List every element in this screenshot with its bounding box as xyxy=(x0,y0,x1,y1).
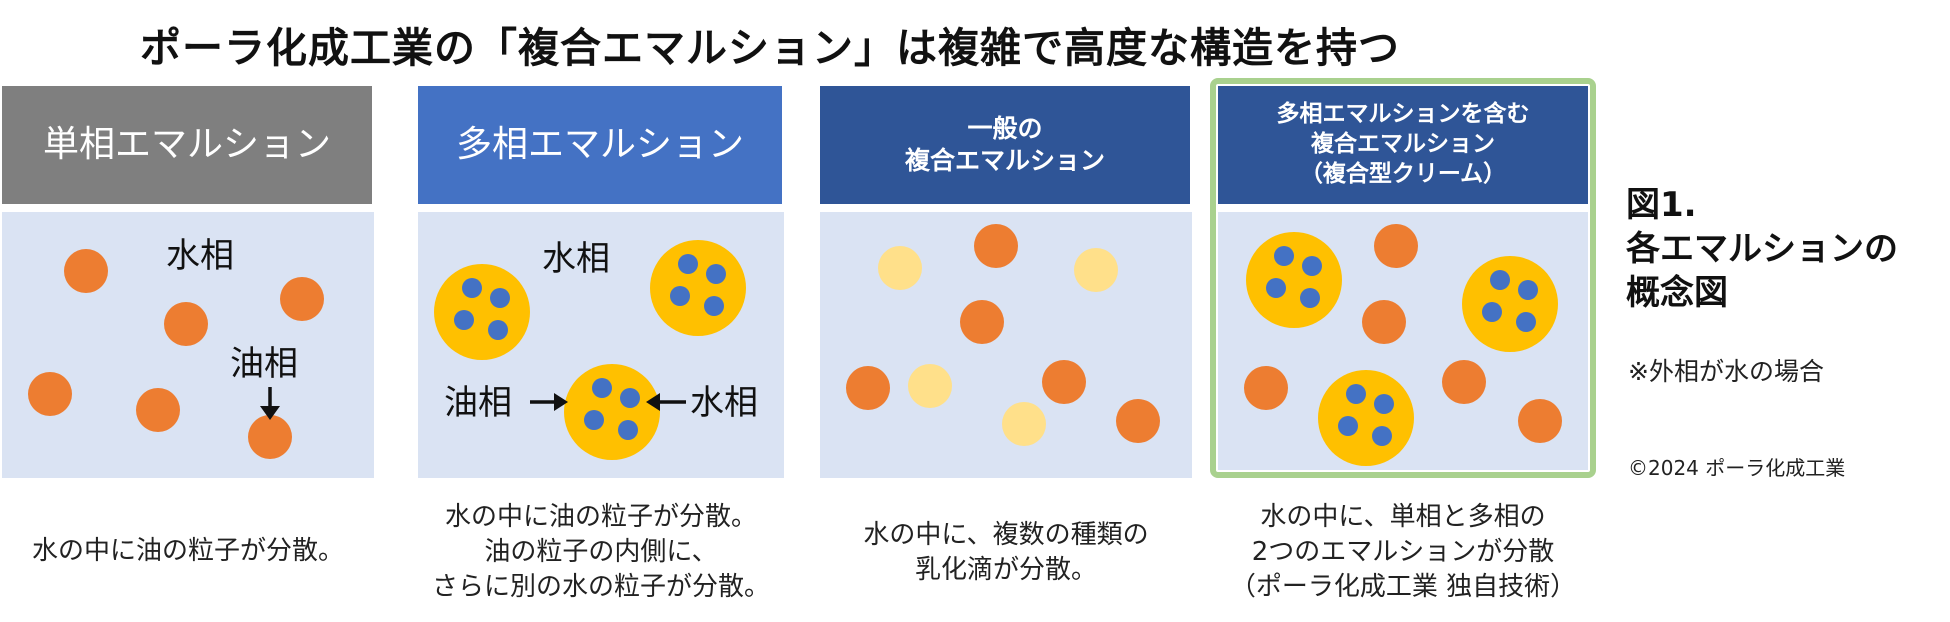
highlight-frame xyxy=(1210,78,1596,478)
oil-phase-label: 油相 xyxy=(230,344,298,384)
oil-droplet xyxy=(164,302,208,346)
multi-phase-droplet xyxy=(1462,256,1558,352)
page-title: ポーラ化成工業の「複合エマルション」は複雑で高度な構造を持つ xyxy=(140,24,1400,72)
oil-droplet xyxy=(248,415,292,459)
panel-multi-phase-diagram: 水相 油相 水相 xyxy=(418,212,784,478)
oil-droplet xyxy=(136,388,180,432)
oil-droplet xyxy=(1374,224,1418,268)
oil-droplet xyxy=(28,372,72,416)
oil-droplet xyxy=(64,249,108,293)
panel-composite-cream-caption: 水の中に、単相と多相の 2つのエマルションが分散 （ポーラ化成工業 独自技術） xyxy=(1229,502,1577,603)
multi-phase-droplet xyxy=(1318,370,1414,466)
multi-phase-droplet xyxy=(564,364,660,460)
copyright: ©2024 ポーラ化成工業 xyxy=(1628,456,1846,480)
oil-droplet xyxy=(1116,399,1160,443)
arrow-head xyxy=(554,393,568,411)
multi-phase-droplet xyxy=(650,240,746,336)
panel-multi-phase-header: 多相エマルション xyxy=(418,86,782,204)
outer-phase-note: ※外相が水の場合 xyxy=(1628,357,1824,386)
panel-general-composite-header: 一般の 複合エマルション xyxy=(820,86,1190,204)
oil-droplet xyxy=(280,277,324,321)
panel-single-phase-caption: 水の中に油の粒子が分散。 xyxy=(31,536,344,566)
panel-composite-cream-diagram xyxy=(1218,212,1588,470)
panel-general-composite-diagram xyxy=(820,212,1192,478)
oil-droplet xyxy=(1442,360,1486,404)
panel-multi-phase-caption: 水の中に油の粒子が分散。 油の粒子の内側に、 さらに別の水の粒子が分散。 xyxy=(431,502,770,603)
cream-droplet xyxy=(878,246,922,290)
arrow-head xyxy=(260,406,280,420)
oil-droplet xyxy=(1518,399,1562,443)
cream-droplet xyxy=(1002,402,1046,446)
multi-phase-droplet xyxy=(434,264,530,360)
water-phase-label: 水相 xyxy=(166,236,234,276)
figure-label: 図1. 各エマルションの 概念図 xyxy=(1626,185,1898,314)
cream-droplet xyxy=(1074,248,1118,292)
oil-phase-label: 油相 xyxy=(444,383,512,423)
panel-general-composite-caption: 水の中に、複数の種類の 乳化滴が分散。 xyxy=(863,520,1149,586)
panel-single-phase-header: 単相エマルション xyxy=(2,86,372,204)
arrow-head xyxy=(646,393,660,411)
single-phase-svg: 水相 油相 xyxy=(28,236,324,459)
general-composite-svg xyxy=(846,224,1160,446)
multi-phase-svg: 水相 油相 水相 xyxy=(434,239,758,460)
oil-droplet xyxy=(1362,300,1406,344)
oil-droplet xyxy=(960,300,1004,344)
panel-composite-cream-header: 多相エマルションを含む 複合エマルション （複合型クリーム） xyxy=(1218,86,1588,204)
water-phase-label: 水相 xyxy=(542,239,610,279)
inner-water-label: 水相 xyxy=(690,383,758,423)
multi-phase-droplet xyxy=(1246,232,1342,328)
composite-cream-svg xyxy=(1244,224,1562,466)
panel-single-phase-diagram: 水相 油相 xyxy=(2,212,374,478)
oil-droplet xyxy=(1042,360,1086,404)
oil-droplet xyxy=(1244,366,1288,410)
cream-droplet xyxy=(908,364,952,408)
oil-droplet xyxy=(846,366,890,410)
oil-droplet xyxy=(974,224,1018,268)
